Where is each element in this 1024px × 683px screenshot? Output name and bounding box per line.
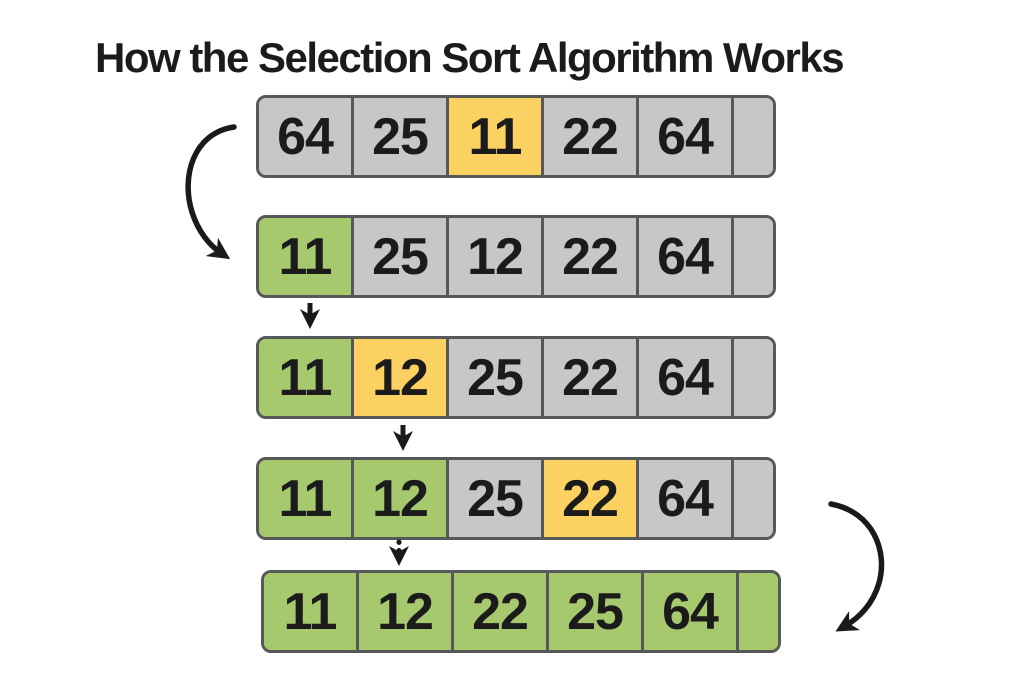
array-row-step-3: 11 12 25 22 64 (256, 336, 776, 419)
curved-swap-arrow-right-icon (828, 501, 885, 632)
array-cell-sorted: 12 (359, 573, 454, 650)
array-cell-sorted: 11 (259, 218, 354, 295)
array-row-step-5: 11 12 22 25 64 (261, 570, 781, 653)
array-cell-highlight: 12 (354, 339, 449, 416)
array-cell: 64 (259, 98, 354, 175)
array-row-step-4: 11 12 25 22 64 (256, 457, 776, 540)
array-cell: 64 (639, 460, 734, 537)
array-cell-empty (734, 218, 773, 295)
array-cell: 25 (354, 218, 449, 295)
array-cell: 25 (354, 98, 449, 175)
array-cell: 22 (544, 218, 639, 295)
array-cell-sorted: 11 (264, 573, 359, 650)
array-cell-empty (734, 339, 773, 416)
array-cell-sorted: 11 (259, 460, 354, 537)
array-cell: 64 (639, 218, 734, 295)
diagram-title: How the Selection Sort Algorithm Works (95, 34, 845, 81)
array-cell: 25 (449, 460, 544, 537)
array-row-step-2: 11 25 12 22 64 (256, 215, 776, 298)
array-cell: 25 (449, 339, 544, 416)
array-cell-highlight: 11 (449, 98, 544, 175)
array-cell-sorted: 11 (259, 339, 354, 416)
array-cell-sorted: 64 (644, 573, 739, 650)
array-cell: 64 (639, 98, 734, 175)
array-cell-sorted: 22 (454, 573, 549, 650)
array-row-step-1: 64 25 11 22 64 (256, 95, 776, 178)
array-cell-empty (734, 98, 773, 175)
array-cell: 64 (639, 339, 734, 416)
array-cell-empty (734, 460, 773, 537)
array-cell-empty (739, 573, 778, 650)
curved-swap-arrow-left-icon (185, 124, 237, 260)
array-cell-highlight: 22 (544, 460, 639, 537)
array-cell-sorted: 25 (549, 573, 644, 650)
array-cell: 22 (544, 98, 639, 175)
array-cell: 22 (544, 339, 639, 416)
array-cell-sorted: 12 (354, 460, 449, 537)
array-cell: 12 (449, 218, 544, 295)
